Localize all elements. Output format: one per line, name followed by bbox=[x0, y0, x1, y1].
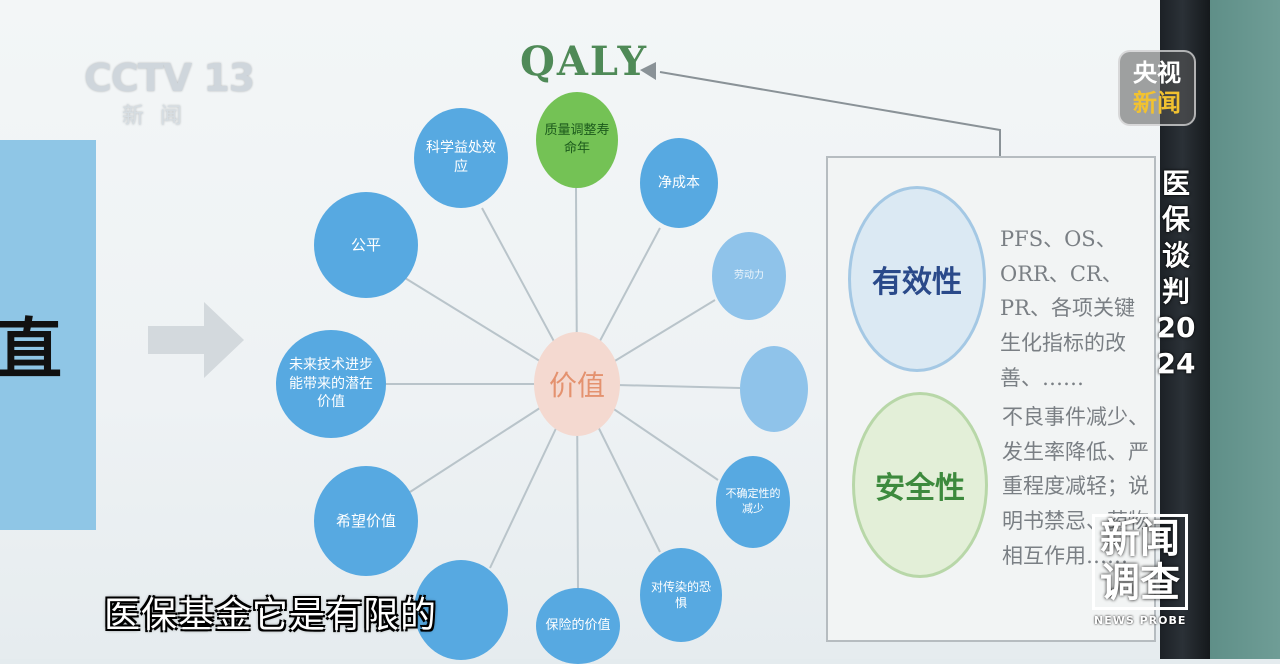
bubble-fairness: 公平 bbox=[314, 192, 418, 298]
qaly-link-line bbox=[659, 71, 1001, 156]
bubble-future-tech: 未来技术进步能带来的潜在价值 bbox=[276, 330, 386, 438]
probe-line1: 新闻 bbox=[1100, 516, 1180, 562]
news-probe-logo: 新闻 调查 bbox=[1092, 514, 1188, 610]
bubble-labor: 劳动力 bbox=[712, 232, 786, 320]
news-probe-english: NEWS PROBE bbox=[1094, 614, 1187, 627]
bubble-hope-value: 希望价值 bbox=[314, 466, 418, 576]
program-vertical-title: 医保谈判2024 bbox=[1156, 167, 1196, 380]
bubble-net-cost: 净成本 bbox=[640, 138, 718, 228]
qaly-title: QALY bbox=[520, 38, 648, 85]
left-slide-panel bbox=[0, 140, 96, 530]
safety-description: 不良事件减少、发生率降低、严重程度减轻；说明书禁忌、药物相互作用…… bbox=[1002, 405, 1149, 568]
effectiveness-description: PFS、OS、ORR、CR、PR、各项关键生化指标的改善、…… bbox=[1000, 227, 1135, 390]
right-arrow-icon bbox=[148, 302, 244, 378]
qaly-arrowhead-icon bbox=[640, 62, 656, 80]
bubble-contagion-fear: 对传染的恐惧 bbox=[640, 548, 722, 642]
probe-line2: 调查 bbox=[1100, 560, 1180, 606]
badge-line1: 央视 bbox=[1133, 59, 1181, 87]
safety-circle: 安全性 bbox=[852, 392, 988, 578]
cctv-news-badge: 央视 新闻 bbox=[1118, 50, 1196, 126]
bubble-insurance-value: 保险的价值 bbox=[536, 588, 620, 664]
bubble-blurred bbox=[740, 346, 808, 432]
value-center-node: 价值 bbox=[534, 332, 620, 436]
background-wall bbox=[1210, 0, 1280, 659]
cctv13-logo: CCTV 13 bbox=[84, 56, 255, 100]
bubble-uncertainty: 不确定性的减少 bbox=[716, 456, 790, 548]
bubble-scientific-benefit: 科学益处效应 bbox=[414, 108, 508, 208]
badge-line2: 新闻 bbox=[1133, 89, 1181, 117]
bubble-severity bbox=[414, 560, 508, 660]
cctv13-logo-sub: 新闻 bbox=[122, 104, 199, 129]
effectiveness-circle: 有效性 bbox=[848, 186, 986, 372]
left-panel-text: 直 bbox=[0, 311, 62, 388]
bubble-qaly: 质量调整寿命年 bbox=[536, 92, 618, 188]
video-subtitle: 医保基金它是有限的 bbox=[104, 595, 438, 636]
